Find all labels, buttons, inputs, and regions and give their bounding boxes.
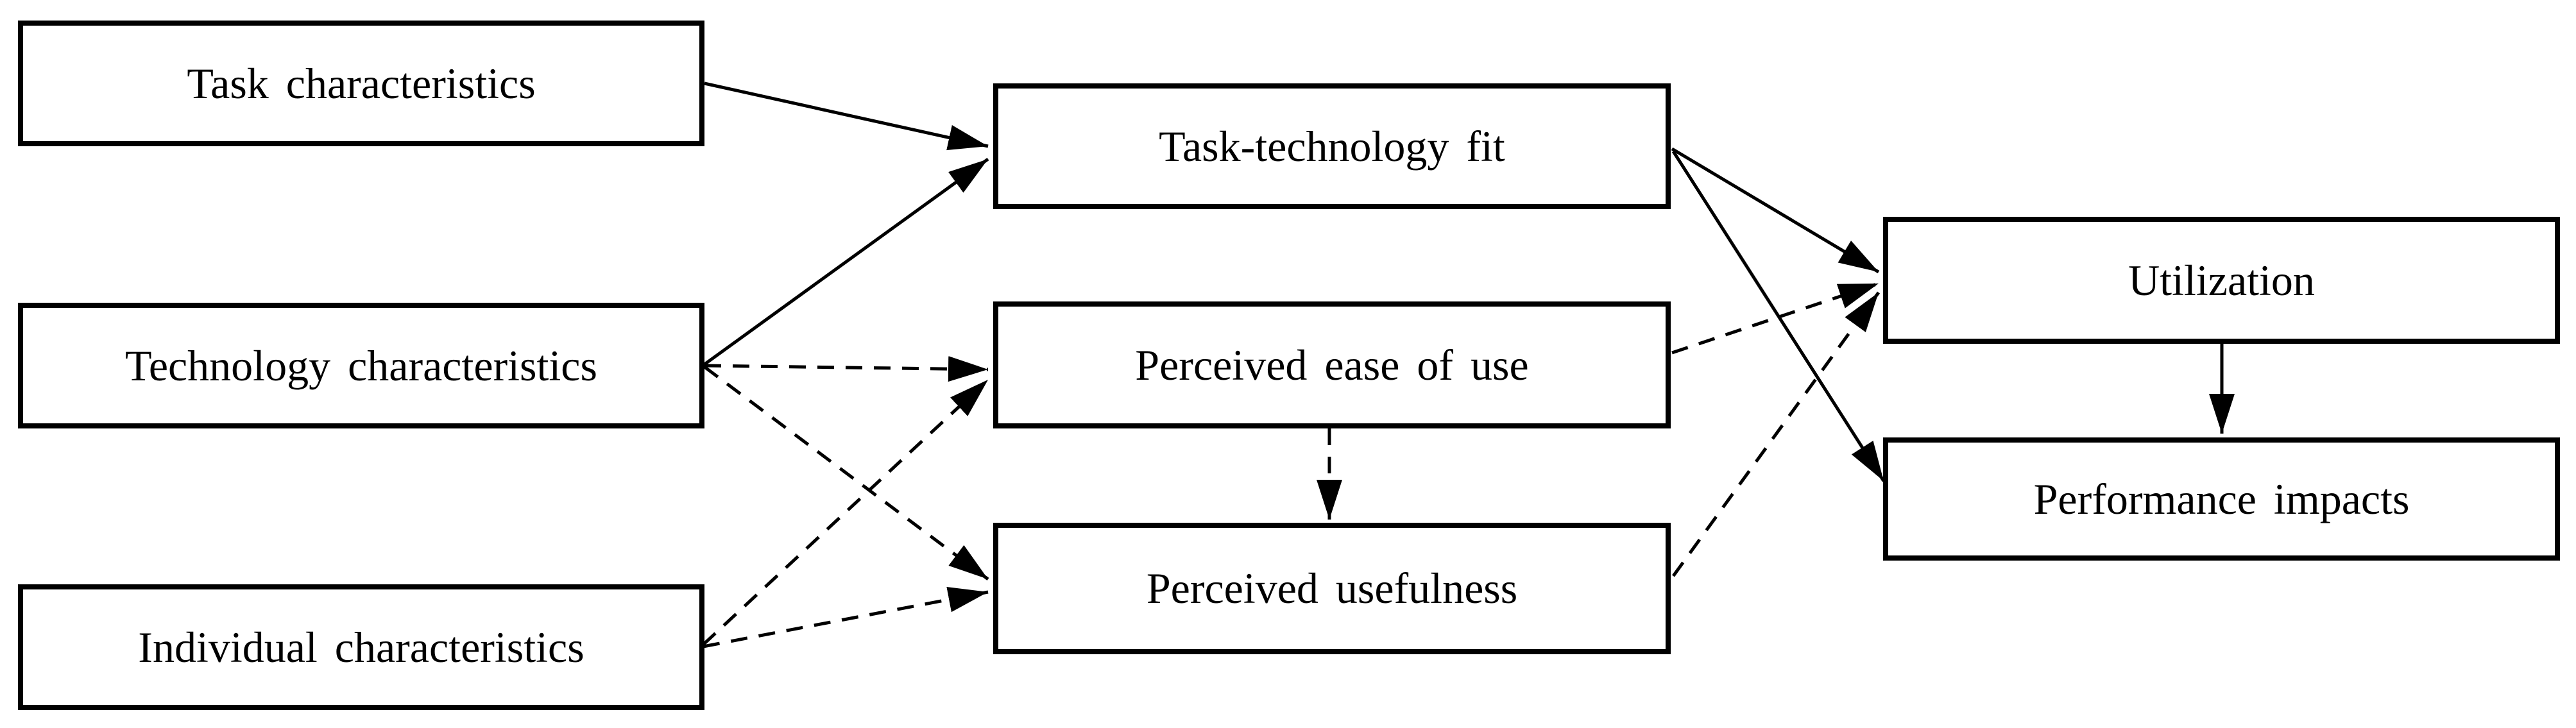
node-technology-characteristics-label: Technology characteristics bbox=[125, 341, 597, 390]
edge-peu-to-util-arrow bbox=[1671, 282, 1879, 355]
edge-tech-to-peu-arrow bbox=[704, 356, 989, 382]
node-utilization-label: Utilization bbox=[2128, 255, 2315, 305]
node-perceived-ease-of-use-label: Perceived ease of use bbox=[1135, 340, 1529, 389]
node-task-technology-fit: Task-technology fit bbox=[993, 83, 1671, 209]
node-individual-characteristics-label: Individual characteristics bbox=[138, 622, 584, 672]
node-performance-impacts-label: Performance impacts bbox=[2033, 474, 2410, 523]
node-perceived-usefulness-label: Perceived usefulness bbox=[1146, 564, 1518, 613]
edge-tech-to-ttf-arrow bbox=[703, 157, 989, 366]
edge-pu-to-util-arrow bbox=[1671, 291, 1881, 577]
node-task-characteristics: Task characteristics bbox=[18, 21, 704, 146]
node-performance-impacts: Performance impacts bbox=[1883, 437, 2560, 561]
node-task-characteristics-label: Task characteristics bbox=[187, 58, 536, 108]
edge-tech-to-pu-arrow bbox=[703, 365, 989, 581]
node-technology-characteristics: Technology characteristics bbox=[18, 303, 704, 428]
node-utilization: Utilization bbox=[1883, 217, 2560, 344]
node-perceived-ease-of-use: Perceived ease of use bbox=[993, 301, 1671, 428]
edge-individual-to-pu-arrow bbox=[703, 587, 989, 648]
edge-task-to-ttf-arrow bbox=[704, 81, 989, 151]
edge-individual-to-peu-arrow bbox=[702, 378, 989, 646]
edge-ttf-to-util-arrow bbox=[1671, 147, 1880, 274]
node-task-technology-fit-label: Task-technology fit bbox=[1159, 121, 1505, 171]
node-perceived-usefulness: Perceived usefulness bbox=[993, 523, 1671, 654]
edge-ttf-to-perf-arrow bbox=[1671, 150, 1886, 482]
node-individual-characteristics: Individual characteristics bbox=[18, 584, 704, 710]
